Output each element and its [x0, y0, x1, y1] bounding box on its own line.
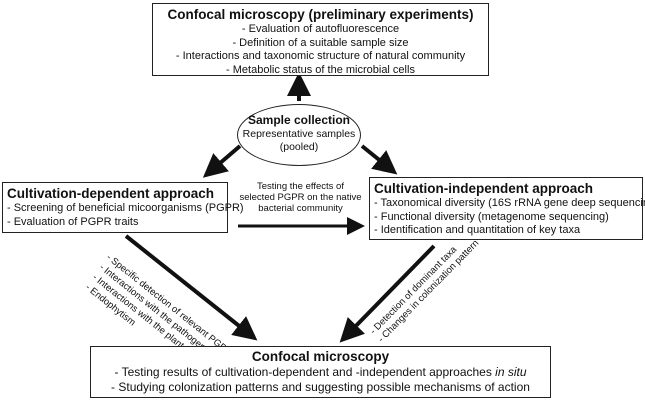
sample-collection-ellipse: Sample collection Representative samples…: [237, 104, 361, 166]
right-box-line: - Identification and quantitation of key…: [374, 224, 581, 236]
top-confocal-box: Confocal microscopy (preliminary experim…: [152, 3, 489, 76]
bottom-line-italic: in situ: [495, 365, 527, 379]
ellipse-line: Representative samples: [242, 128, 356, 140]
middle-arrow-line: Testing the effects of: [257, 181, 344, 192]
cultivation-independent-box: Cultivation-independent approach - Taxon…: [369, 177, 645, 240]
middle-arrow-line: selected PGPR on the native: [239, 192, 362, 203]
bottom-confocal-box: Confocal microscopy - Testing results of…: [90, 346, 551, 398]
arrow-right-diagonal: [339, 244, 436, 343]
bottom-box-title: Confocal microscopy: [251, 349, 390, 364]
right-box-title: Cultivation-independent approach: [374, 181, 594, 196]
top-box-line: - Metabolic status of the microbial cell…: [226, 63, 415, 76]
bottom-box-line: - Studying colonization patterns and sug…: [111, 380, 530, 394]
arrow-to-right: [360, 144, 398, 175]
left-box-line: - Screening of beneficial micoorganisms …: [7, 202, 244, 214]
middle-arrow-line: bacterial community: [258, 203, 343, 214]
top-box-line: - Definition of a suitable sample size: [232, 36, 409, 49]
left-box-title: Cultivation-dependent approach: [7, 186, 215, 201]
top-box-line: - Evaluation of autofluorescence: [241, 23, 400, 35]
bottom-line-text: - Testing results of cultivation-depende…: [114, 365, 496, 379]
ellipse-title: Sample collection: [247, 113, 351, 127]
top-box-title: Confocal microscopy (preliminary experim…: [167, 7, 474, 22]
right-box-line: - Taxonomical diversity (16S rRNA gene d…: [374, 197, 645, 209]
arrow-to-left: [202, 144, 242, 178]
arrow-left-diagonal: [124, 234, 258, 341]
cultivation-dependent-box: Cultivation-dependent approach - Screeni…: [2, 182, 244, 233]
left-box-line: - Evaluation of PGPR traits: [7, 215, 139, 228]
bottom-box-line: - Testing results of cultivation-depende…: [91, 365, 550, 380]
right-box-line: - Functional diversity (metagenome seque…: [374, 210, 609, 223]
middle-arrow-label: Testing the effects of selected PGPR on …: [238, 181, 363, 214]
top-box-line: - Interactions and taxonomic structure o…: [175, 50, 466, 62]
ellipse-line: (pooled): [279, 141, 319, 153]
